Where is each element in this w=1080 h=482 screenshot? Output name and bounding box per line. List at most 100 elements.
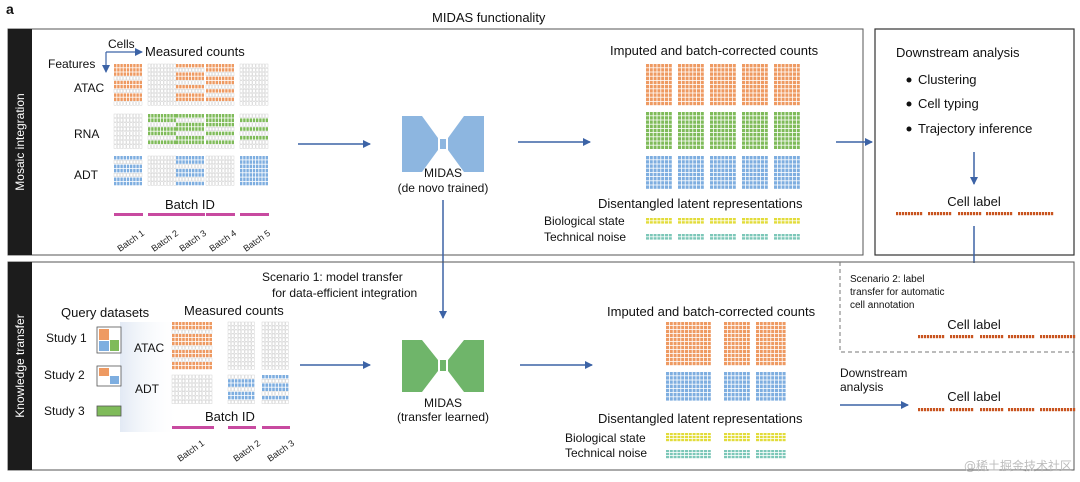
- batch-bar-1: [114, 213, 143, 216]
- batch-bar-4: [206, 213, 235, 216]
- imputed-title: Imputed and batch-corrected counts: [610, 43, 819, 58]
- transfer-modality-adt: ADT: [135, 382, 160, 396]
- transfer-imputed-atac-1: [666, 322, 711, 366]
- cell-label-bars-scenario2: [918, 335, 1076, 339]
- transfer-sidebar: [8, 262, 32, 470]
- transfer-latent-bars: [666, 433, 786, 459]
- imputed-rna-4: [742, 112, 768, 149]
- watermark: @稀土掘金技术社区: [964, 458, 1072, 473]
- batch-bar-5: [240, 213, 269, 216]
- rna-block-batch-1: [113, 113, 143, 149]
- transfer-imputed-title: Imputed and batch-corrected counts: [607, 304, 816, 319]
- rna-block-batch-3: [175, 114, 205, 149]
- mosaic-measured-grids: [113, 63, 269, 186]
- imputed-atac-5: [774, 64, 800, 106]
- latent-bio-1: [646, 218, 672, 224]
- midas-transfer-network-icon: [402, 340, 484, 392]
- scenario2-line1: Scenario 2: label: [850, 274, 925, 285]
- latent-tech-2: [678, 234, 704, 240]
- adt-block-batch-5: [240, 156, 268, 186]
- imputed-atac-3: [710, 64, 736, 106]
- latent-tech-3: [710, 234, 736, 240]
- adt-block-batch-3: [175, 156, 205, 186]
- transfer-batch-bars: [172, 426, 290, 429]
- rna-block-batch-5: [239, 113, 269, 149]
- adt-block-batch-4: [205, 155, 235, 186]
- downstream-item-cell-typing: Cell typing: [918, 96, 979, 111]
- study-2-icon: [96, 365, 122, 387]
- scenario2-line3: cell annotation: [850, 300, 915, 311]
- latent-tech-4: [742, 234, 768, 240]
- bullet-1: [906, 77, 912, 83]
- imputed-atac-1: [646, 64, 672, 106]
- downstream-analysis-line2: analysis: [840, 380, 883, 394]
- transfer-modality-atac: ATAC: [134, 341, 165, 355]
- scenario2-dashed-border: [839, 262, 1074, 353]
- imputed-adt-2: [678, 156, 704, 189]
- imputed-atac-4: [742, 64, 768, 106]
- latent-bio-5: [774, 218, 800, 224]
- latent-title: Disentangled latent representations: [598, 196, 803, 211]
- batch-label-3: Batch 3: [177, 228, 208, 254]
- transfer-batch-label-1: Batch 1: [175, 438, 206, 464]
- transfer-imputed-adt-3: [756, 372, 786, 401]
- cell-label-top: Cell label: [947, 194, 1001, 209]
- transfer-latent-bio-2: [724, 433, 750, 442]
- transfer-batch-bar-1: [172, 426, 214, 429]
- modality-rna: RNA: [74, 127, 99, 141]
- imputed-atac-2: [678, 64, 704, 106]
- imputed-adt-1: [646, 156, 672, 189]
- transfer-side-label: Knowledge transfer: [13, 314, 27, 417]
- transfer-bio-label: Biological state: [565, 431, 646, 445]
- transfer-imputed-atac-2: [724, 322, 750, 366]
- imputed-adt-3: [710, 156, 736, 189]
- study-1-icon: [96, 326, 122, 354]
- atac-block-batch-4: [205, 64, 235, 106]
- cell-label-bars-transfer: [918, 408, 1076, 412]
- latent-bio-2: [678, 218, 704, 224]
- mosaic-latent-bars: [646, 218, 800, 240]
- study-1-label: Study 1: [46, 331, 87, 345]
- midas-transfer-sub: (transfer learned): [397, 410, 489, 424]
- measured-counts-label: Measured counts: [145, 44, 245, 59]
- batch-bar-3: [176, 213, 205, 216]
- mosaic-sidebar: [8, 29, 32, 255]
- cells-label: Cells: [108, 37, 135, 51]
- transfer-atac-batch-3: [261, 321, 289, 370]
- imputed-adt-4: [742, 156, 768, 189]
- transfer-latent-bio-3: [756, 433, 786, 442]
- midas-network-icon: [402, 116, 484, 172]
- imputed-rna-2: [678, 112, 704, 149]
- atac-block-batch-3: [175, 64, 205, 106]
- transfer-atac-batch-1: [171, 322, 213, 370]
- cell-label-scenario2: Cell label: [947, 317, 1001, 332]
- transfer-imputed-grids: [666, 322, 786, 401]
- midas-label: MIDAS: [424, 166, 462, 180]
- latent-tech-5: [774, 234, 800, 240]
- transfer-adt-batch-1: [171, 374, 213, 404]
- modality-adt: ADT: [74, 168, 99, 182]
- batch-label-1: Batch 1: [115, 228, 146, 254]
- study-2-label: Study 2: [44, 368, 85, 382]
- transfer-adt-batch-2: [227, 374, 255, 404]
- transfer-latent-bio-1: [666, 433, 711, 442]
- transfer-batch-label-2: Batch 2: [231, 438, 262, 464]
- transfer-imputed-adt-2: [724, 372, 750, 401]
- midas-sub-label: (de novo trained): [398, 181, 489, 195]
- transfer-adt-batch-3: [261, 375, 289, 404]
- midas-transfer-label: MIDAS: [424, 396, 462, 410]
- batch-label-4: Batch 4: [207, 228, 238, 254]
- transfer-batch-id-label: Batch ID: [205, 409, 255, 424]
- transfer-measured-grids: [171, 321, 289, 404]
- transfer-imputed-adt-1: [666, 372, 711, 401]
- imputed-rna-1: [646, 112, 672, 149]
- study-3-label: Study 3: [44, 404, 85, 418]
- transfer-latent-title: Disentangled latent representations: [598, 411, 803, 426]
- cell-label-bars-top: [896, 212, 1054, 216]
- imputed-rna-3: [710, 112, 736, 149]
- features-label: Features: [48, 57, 95, 71]
- batch-bar-2: [148, 213, 177, 216]
